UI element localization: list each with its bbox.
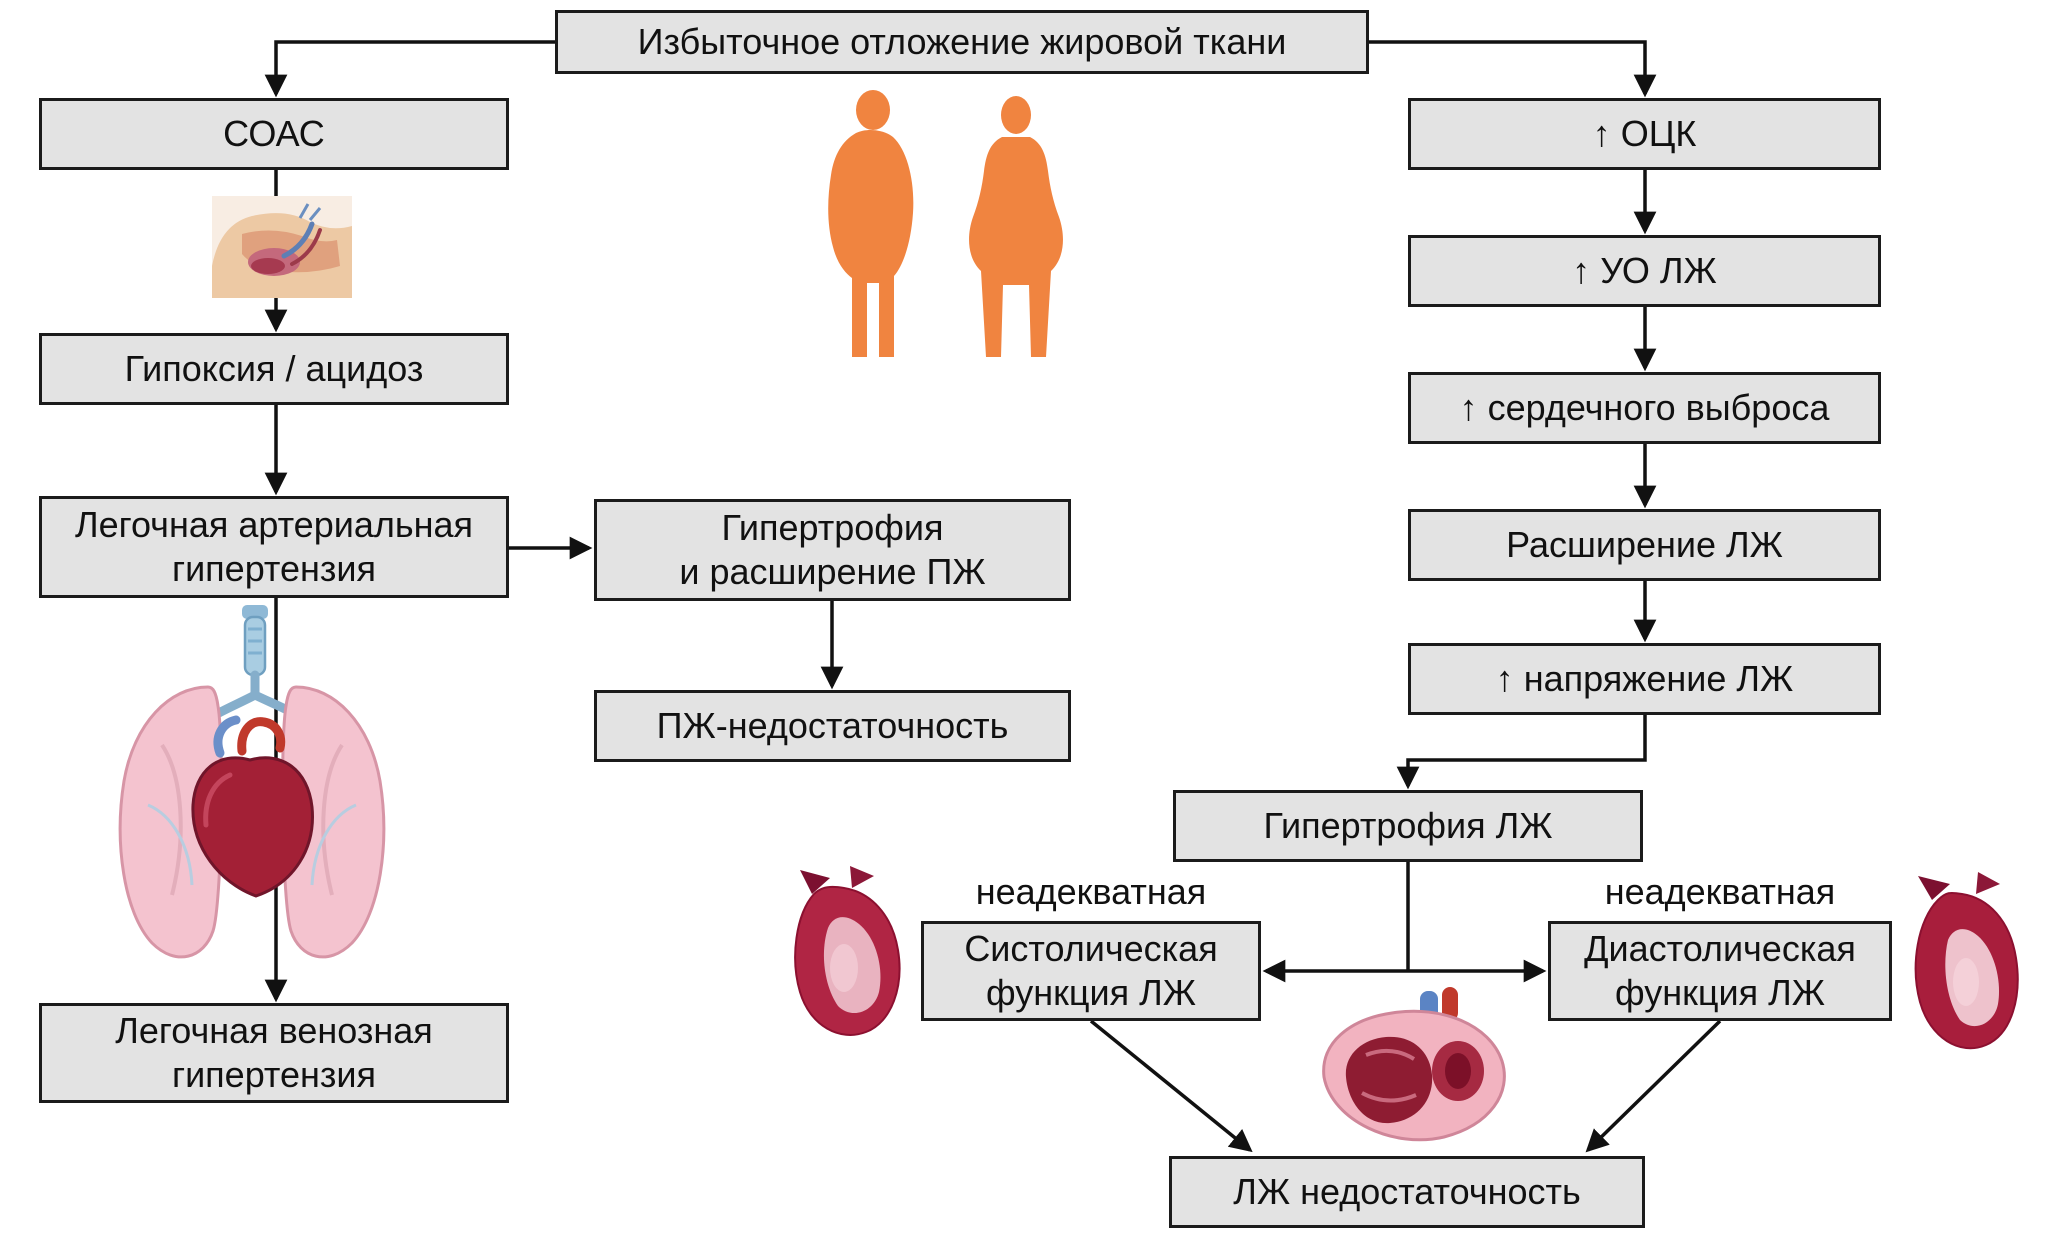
pulmonary-arterial-hypertension-label: Легочная артериальная гипертензия [74,504,474,589]
lv-stroke-volume-label: ↑ УО ЛЖ [1572,250,1717,292]
excess-fat-deposition-label: Избыточное отложение жировой ткани [637,21,1287,63]
lungs-heart-illustration [118,605,386,959]
box-rv-failure: ПЖ-недостаточность [594,690,1071,762]
circulating-blood-volume-label: ↑ ОЦК [1592,113,1697,155]
sleep-apnea-illustration [212,196,352,298]
box-lv-diastolic-function: Диастолическая функция ЛЖ [1548,921,1892,1021]
arrow-title-to-ock [1369,40,1657,98]
cardiac-output-label: ↑ сердечного выброса [1459,387,1830,429]
arrow-title-to-soas [264,40,555,98]
box-hypoxia-acidosis: Гипоксия / ацидоз [39,333,509,405]
arrow-lv-tension-to-lv-hypertrophy [1396,715,1647,790]
rv-failure-label: ПЖ-недостаточность [656,705,1009,747]
lv-failure-label: ЛЖ недостаточность [1233,1171,1581,1213]
label-inadequate-systolic: неадекватная [975,871,1207,912]
heart-illustration-center [1322,987,1506,1142]
box-lv-failure: ЛЖ недостаточность [1169,1156,1645,1228]
lv-systolic-function-label: Систолическая функция ЛЖ [964,928,1218,1013]
lv-dilation-label: Расширение ЛЖ [1506,524,1783,566]
arrow-systolic-to-lv-failure [1089,1019,1253,1153]
lv-wall-tension-label: ↑ напряжение ЛЖ [1495,658,1794,700]
box-pulmonary-venous-hypertension: Легочная венозная гипертензия [39,1003,509,1103]
lv-diastolic-function-label: Диастолическая функция ЛЖ [1584,928,1856,1013]
box-lv-stroke-volume-increase: ↑ УО ЛЖ [1408,235,1881,307]
label-inadequate-diastolic: неадекватная [1604,871,1836,912]
lv-hypertrophy-label: Гипертрофия ЛЖ [1263,805,1553,847]
heart-cross-section-left [794,866,901,1036]
box-cardiac-output-increase: ↑ сердечного выброса [1408,372,1881,444]
soas-label: СОАС [223,113,325,155]
arrow-diastolic-to-lv-failure [1585,1019,1722,1153]
heart-cross-section-right [1914,872,2019,1050]
pulmonary-venous-hypertension-label: Легочная венозная гипертензия [115,1010,433,1095]
box-lv-wall-tension-increase: ↑ напряжение ЛЖ [1408,643,1881,715]
hypoxia-acidosis-label: Гипоксия / ацидоз [124,348,424,390]
box-excess-fat-deposition: Избыточное отложение жировой ткани [555,10,1369,74]
rv-hypertrophy-dilation-label: Гипертрофия и расширение ПЖ [679,507,986,592]
box-pulmonary-arterial-hypertension: Легочная артериальная гипертензия [39,496,509,598]
box-lv-hypertrophy: Гипертрофия ЛЖ [1173,790,1643,862]
box-rv-hypertrophy-dilation: Гипертрофия и расширение ПЖ [594,499,1071,601]
box-lv-systolic-function: Систолическая функция ЛЖ [921,921,1261,1021]
box-lv-dilation: Расширение ЛЖ [1408,509,1881,581]
box-circulating-blood-volume-increase: ↑ ОЦК [1408,98,1881,170]
obese-body-silhouettes [828,90,1063,357]
box-soas: СОАС [39,98,509,170]
